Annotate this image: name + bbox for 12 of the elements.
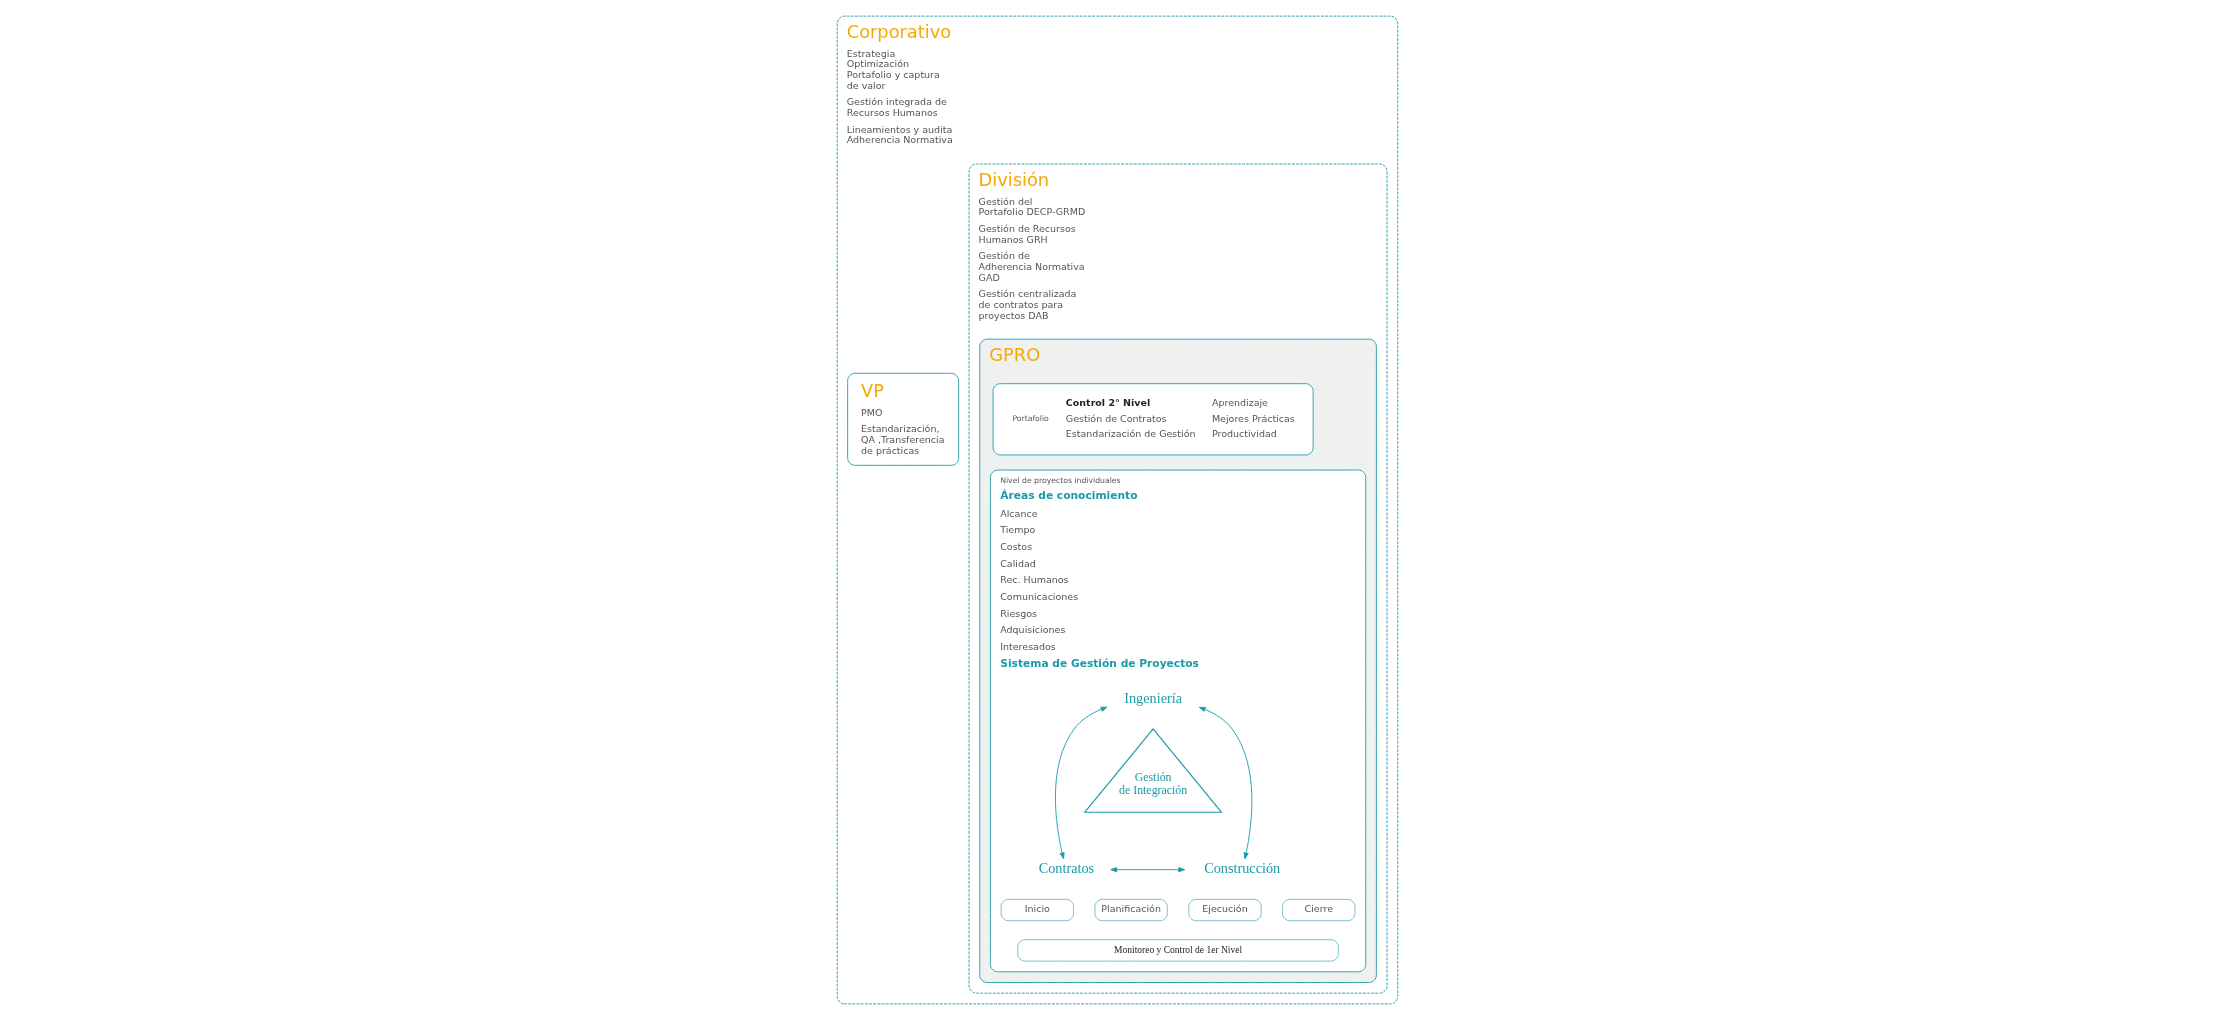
node-box: Planificación <box>1094 898 1168 921</box>
node-text: Construcción <box>1203 859 1280 876</box>
node-box: Monitoreo y Control de 1er Nivel <box>1016 938 1339 961</box>
arrow <box>1054 706 1107 859</box>
node-box: VP PMO Estandarización, QA ,Transferencia de prácticas <box>846 372 959 466</box>
node-box: Inicio <box>1000 898 1074 921</box>
node-box: Cierre <box>1281 898 1355 921</box>
node-text: Contratos <box>1038 859 1094 876</box>
arrow <box>1198 706 1252 859</box>
node-text: Ingeniería <box>1123 689 1182 706</box>
node-box: Ejecución <box>1187 898 1261 921</box>
arrow <box>1109 866 1185 872</box>
